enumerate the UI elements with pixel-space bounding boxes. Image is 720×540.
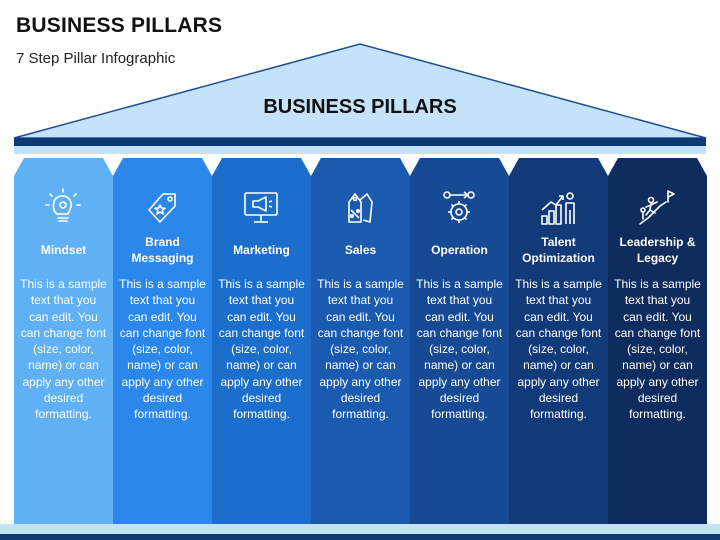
roof <box>13 43 707 154</box>
lightbulb-gear-icon <box>44 188 82 228</box>
pillar-description: This is a sample text that you can edit.… <box>614 277 701 422</box>
pillar-talent-optimization: Talent Optimization This is a sample tex… <box>509 140 608 540</box>
pillar-shape <box>608 158 707 524</box>
pillars-row: Mindset This is a sample text that you c… <box>0 140 720 540</box>
pillar-mindset: Mindset This is a sample text that you c… <box>14 140 113 540</box>
pillar-label: Sales <box>344 243 377 257</box>
pillar-shape <box>410 158 509 524</box>
roof-title: BUSINESS PILLARS <box>263 96 457 118</box>
base-band-light <box>0 524 720 534</box>
page-title: BUSINESS PILLARS <box>16 14 223 37</box>
roof-band-light <box>14 146 706 154</box>
pillar-description: This is a sample text that you can edit.… <box>218 277 305 422</box>
monitor-megaphone-icon <box>242 188 280 228</box>
base-band-dark <box>0 534 720 540</box>
pillar-shape <box>14 158 113 524</box>
tag-star-icon <box>143 188 181 228</box>
pillar-description: This is a sample text that you can edit.… <box>416 277 503 422</box>
pillar-shape <box>212 158 311 524</box>
pillar-label: Brand Messaging <box>131 235 194 265</box>
roof-triangle <box>13 43 707 139</box>
climber-flag-icon <box>638 188 676 228</box>
sale-tags-icon <box>341 188 379 228</box>
pillar-label: Operation <box>431 243 488 257</box>
pillar-description: This is a sample text that you can edit.… <box>20 277 107 422</box>
page-subtitle: 7 Step Pillar Infographic <box>16 50 176 67</box>
pillar-operation: Operation This is a sample text that you… <box>410 140 509 540</box>
pillar-marketing: Marketing This is a sample text that you… <box>212 140 311 540</box>
pillar-sales: Sales This is a sample text that you can… <box>311 140 410 540</box>
pillar-shape <box>311 158 410 524</box>
pillar-leadership-legacy: Leadership & Legacy This is a sample tex… <box>608 140 707 540</box>
pillar-description: This is a sample text that you can edit.… <box>515 277 602 422</box>
pillar-description: This is a sample text that you can edit.… <box>317 277 404 422</box>
pillar-description: This is a sample text that you can edit.… <box>119 277 206 422</box>
pillar-label: Leadership & Legacy <box>619 235 696 265</box>
pillar-label: Talent Optimization <box>522 235 595 265</box>
pillar-shape <box>509 158 608 524</box>
pillar-shape <box>113 158 212 524</box>
pillar-brand-messaging: Brand Messaging This is a sample text th… <box>113 140 212 540</box>
pillar-label: Marketing <box>233 243 290 257</box>
pillar-label: Mindset <box>40 243 87 257</box>
roof-band-dark <box>14 138 706 146</box>
growth-person-icon <box>539 188 577 228</box>
gear-process-icon <box>440 188 478 228</box>
